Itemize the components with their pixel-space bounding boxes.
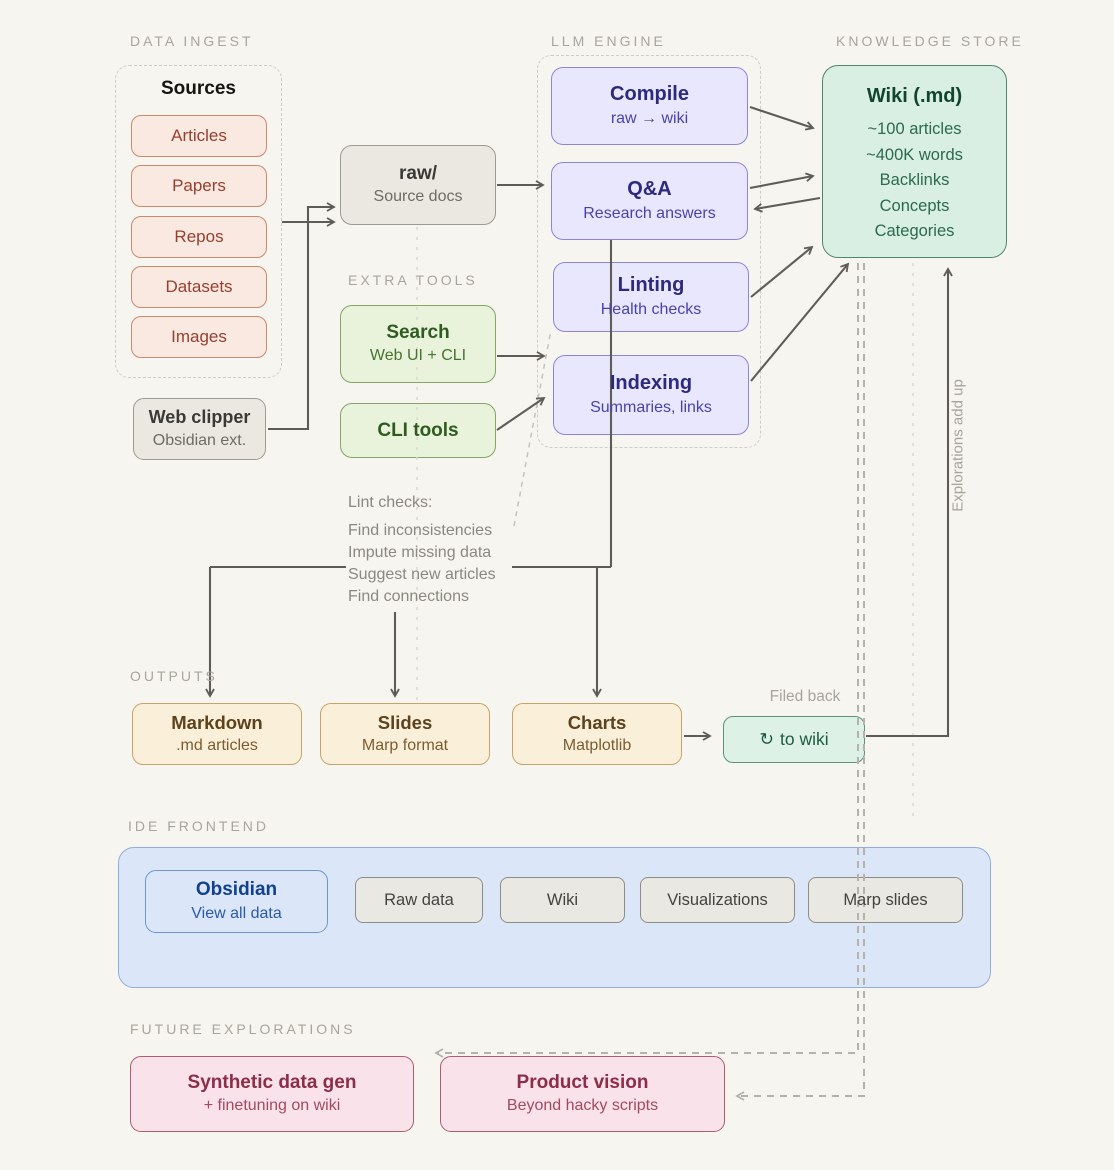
tab-visualizations: Visualizations — [640, 877, 795, 923]
section-label-knowledge-store: KNOWLEDGE STORE — [836, 33, 1024, 49]
synthetic-data-gen-box: Synthetic data gen + finetuning on wiki — [130, 1056, 414, 1132]
source-item-articles: Articles — [131, 115, 267, 157]
source-item-papers: Papers — [131, 165, 267, 207]
filed-back-label: Filed back — [769, 688, 841, 705]
tab-marp-slides: Marp slides — [808, 877, 963, 923]
section-label-extra-tools: EXTRA TOOLS — [348, 272, 478, 288]
source-item-repos: Repos — [131, 216, 267, 258]
tab-wiki: Wiki — [500, 877, 625, 923]
arrow-filed-back-loop — [866, 267, 953, 738]
section-label-ide-frontend: IDE FRONTEND — [128, 818, 269, 834]
lint-check-item: Find inconsistencies — [348, 522, 493, 539]
source-item-images: Images — [131, 316, 267, 358]
lint-checks-note: Lint checks: Find inconsistencies Impute… — [348, 494, 496, 608]
charts-output-box: Charts Matplotlib — [512, 703, 682, 765]
linting-box: Linting Health checks — [553, 262, 749, 332]
section-label-data-ingest: DATA INGEST — [130, 33, 254, 49]
qa-box: Q&A Research answers — [551, 162, 748, 240]
tab-raw-data: Raw data — [355, 877, 483, 923]
section-label-outputs: OUTPUTS — [130, 668, 218, 684]
lint-checks-heading: Lint checks: — [348, 494, 433, 511]
lint-check-item: Suggest new articles — [348, 566, 496, 583]
indexing-box: Indexing Summaries, links — [553, 355, 749, 435]
section-label-future-explorations: FUTURE EXPLORATIONS — [130, 1021, 356, 1037]
section-label-llm-engine: LLM ENGINE — [551, 33, 666, 49]
slides-output-box: Slides Marp format — [320, 703, 490, 765]
refresh-icon: ↻ — [759, 728, 775, 749]
arrow-indexing-to-wiki — [750, 262, 850, 382]
web-clipper-box: Web clipper Obsidian ext. — [133, 398, 266, 460]
sources-title: Sources — [161, 78, 236, 99]
compile-box: Compile raw → wiki — [551, 67, 748, 145]
arrow-wiki-to-qa — [753, 196, 821, 213]
cli-tools-box: CLI tools — [340, 403, 496, 458]
lint-check-item: Impute missing data — [348, 544, 492, 561]
search-box: Search Web UI + CLI — [340, 305, 496, 383]
wiki-box: Wiki (.md) ~100 articles ~400K words Bac… — [822, 65, 1007, 258]
markdown-output-box: Markdown .md articles — [132, 703, 302, 765]
obsidian-box: Obsidian View all data — [145, 870, 328, 933]
explorations-note: Explorations add up — [949, 379, 967, 512]
source-item-datasets: Datasets — [131, 266, 267, 308]
lint-check-item: Find connections — [348, 588, 469, 605]
to-wiki-box: ↻ to wiki — [723, 716, 865, 763]
product-vision-box: Product vision Beyond hacky scripts — [440, 1056, 725, 1132]
raw-box: raw/ Source docs — [340, 145, 496, 225]
